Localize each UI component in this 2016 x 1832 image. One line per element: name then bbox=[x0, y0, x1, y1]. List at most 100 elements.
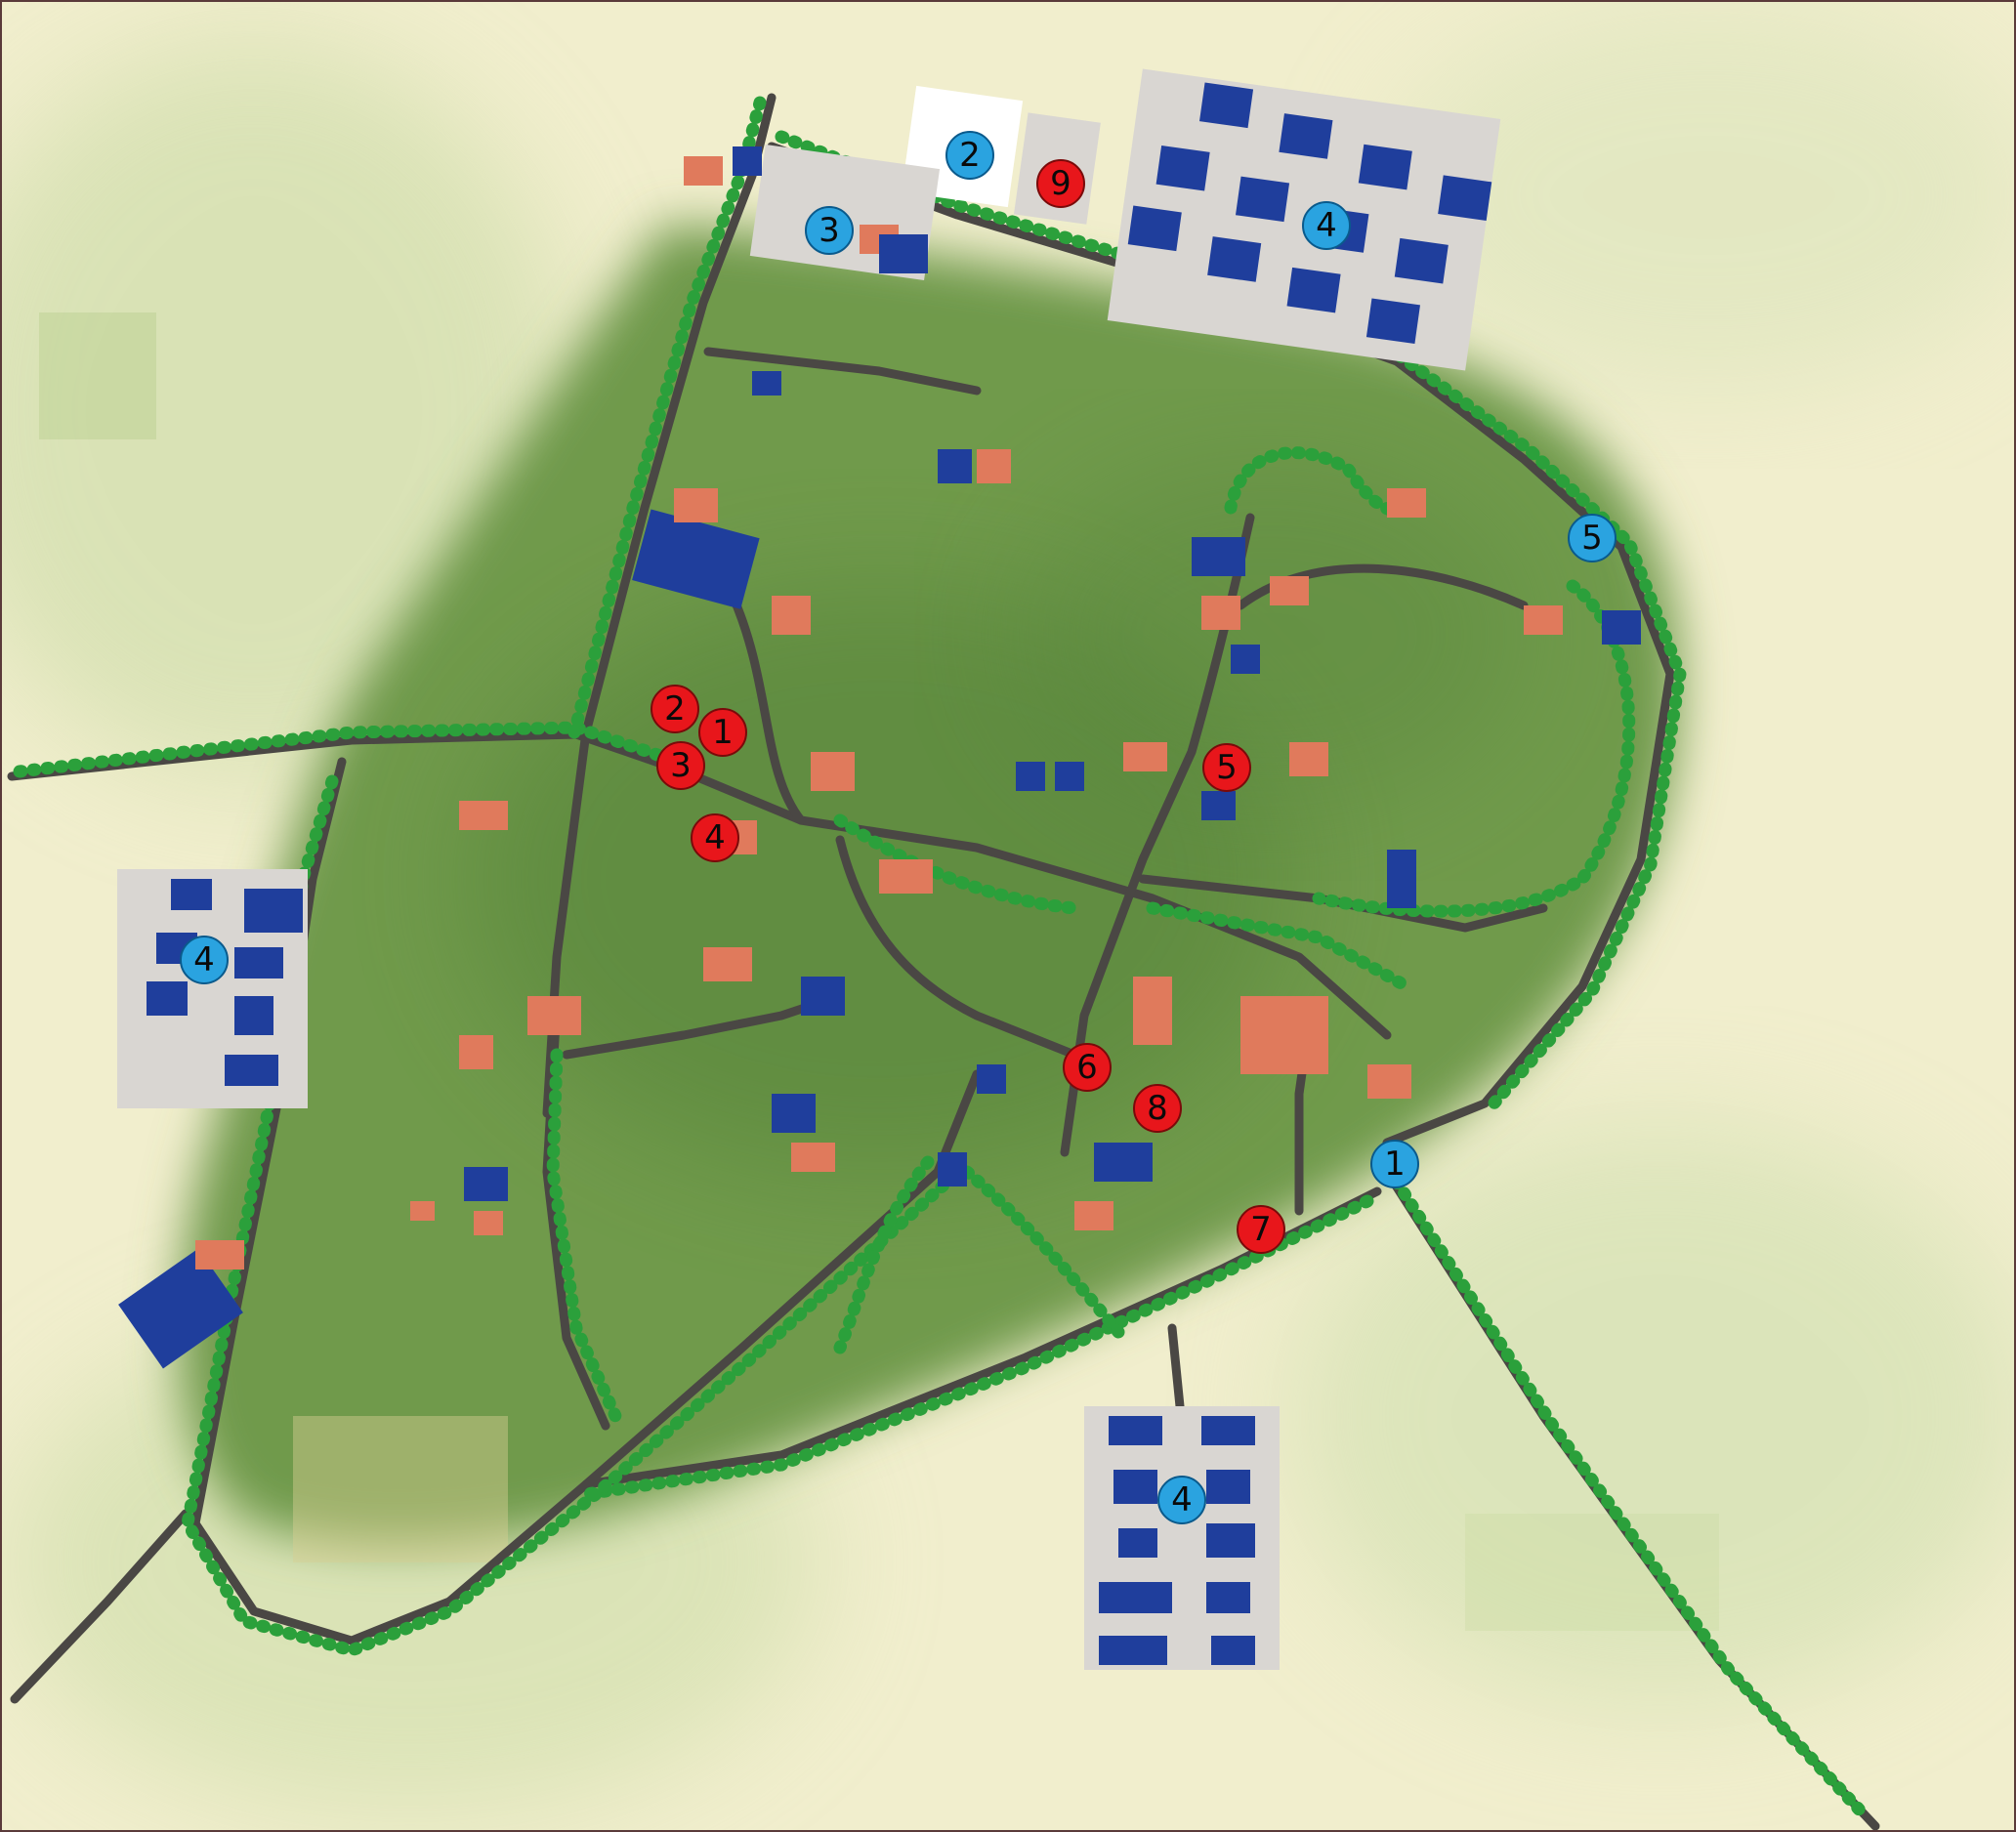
marker-blue-1[interactable]: 1 bbox=[1370, 1140, 1419, 1188]
building bbox=[1438, 175, 1492, 221]
marker-circle bbox=[656, 741, 705, 790]
marker-label: 8 bbox=[1147, 1089, 1168, 1128]
marker-blue-4-north[interactable]: 4 bbox=[1302, 201, 1351, 250]
marker-circle bbox=[805, 206, 854, 255]
house bbox=[772, 596, 811, 635]
building bbox=[1206, 1470, 1250, 1504]
marker-label: 1 bbox=[712, 713, 734, 752]
plot-west bbox=[117, 869, 308, 1108]
marker-circle bbox=[1302, 201, 1351, 250]
house bbox=[879, 859, 933, 894]
blue-markers: 1 2 3 4 4 4 5 bbox=[180, 131, 1617, 1524]
house bbox=[674, 488, 718, 522]
marker-blue-3[interactable]: 3 bbox=[805, 206, 854, 255]
tree-row-middle-2 bbox=[1146, 901, 1413, 993]
house-blue bbox=[752, 371, 781, 396]
house-blue bbox=[1094, 1143, 1153, 1182]
tree-row-west-road bbox=[13, 721, 691, 778]
marker-red-3[interactable]: 3 bbox=[656, 741, 705, 790]
tree-row-inner-east bbox=[1224, 446, 1413, 518]
marker-label: 3 bbox=[670, 746, 692, 785]
building bbox=[244, 889, 303, 933]
marker-label: 2 bbox=[959, 136, 981, 175]
southwest-warehouse bbox=[118, 1248, 243, 1369]
house bbox=[811, 752, 855, 791]
marker-label: 4 bbox=[1316, 206, 1337, 245]
marker-blue-4-south[interactable]: 4 bbox=[1157, 1476, 1206, 1524]
house bbox=[1201, 596, 1240, 630]
house bbox=[527, 996, 581, 1035]
house-blue bbox=[801, 977, 845, 1016]
marker-red-7[interactable]: 7 bbox=[1237, 1205, 1285, 1254]
marker-blue-2[interactable]: 2 bbox=[945, 131, 994, 180]
marker-circle bbox=[651, 685, 699, 733]
house-blue bbox=[977, 1064, 1006, 1094]
marker-blue-4-west[interactable]: 4 bbox=[180, 936, 229, 984]
marker-red-2[interactable]: 2 bbox=[651, 685, 699, 733]
tree-row-diag-2 bbox=[960, 1165, 1130, 1345]
marker-red-1[interactable]: 1 bbox=[698, 708, 747, 757]
inner-road-1 bbox=[703, 347, 982, 396]
house-blue bbox=[1055, 762, 1084, 791]
house-blue bbox=[733, 146, 762, 176]
plot-south bbox=[1084, 1406, 1280, 1670]
building bbox=[1099, 1636, 1167, 1665]
building bbox=[234, 947, 283, 978]
marker-red-6[interactable]: 6 bbox=[1063, 1043, 1112, 1092]
marker-circle bbox=[1202, 743, 1251, 792]
house-blue bbox=[464, 1167, 508, 1201]
house bbox=[410, 1201, 435, 1221]
house-blue bbox=[1201, 791, 1236, 820]
green-haze-southeast bbox=[1289, 1123, 2016, 1709]
house-blue bbox=[1602, 610, 1641, 645]
building bbox=[225, 1055, 278, 1086]
tree-row-southeast bbox=[1390, 1175, 1872, 1823]
marker-blue-5[interactable]: 5 bbox=[1568, 514, 1617, 562]
southwest-exit-road bbox=[10, 1509, 190, 1704]
tree-row-inner-south bbox=[546, 1048, 622, 1423]
building bbox=[1279, 113, 1333, 159]
house bbox=[1133, 977, 1172, 1045]
marker-label: 2 bbox=[664, 689, 686, 729]
house bbox=[474, 1211, 503, 1235]
marker-red-9[interactable]: 9 bbox=[1036, 159, 1085, 208]
marker-circle bbox=[1370, 1140, 1419, 1188]
large-warehouse bbox=[632, 509, 760, 609]
house-blue bbox=[1231, 645, 1260, 674]
building bbox=[1127, 205, 1182, 252]
building bbox=[1207, 236, 1262, 282]
marker-red-5[interactable]: 5 bbox=[1202, 743, 1251, 792]
house bbox=[459, 801, 508, 830]
inner-road-6 bbox=[835, 835, 1079, 1060]
marker-circle bbox=[1568, 514, 1617, 562]
field-strip-3 bbox=[293, 1416, 508, 1562]
building bbox=[171, 879, 212, 910]
marker-label: 6 bbox=[1076, 1048, 1098, 1087]
tree-row-north-loop bbox=[775, 130, 1687, 1115]
marker-label: 4 bbox=[1171, 1480, 1193, 1520]
house bbox=[1289, 742, 1328, 776]
tree-row-middle bbox=[833, 813, 1081, 915]
house bbox=[1123, 742, 1167, 771]
house bbox=[1524, 605, 1563, 635]
marker-red-8[interactable]: 8 bbox=[1133, 1084, 1182, 1133]
building bbox=[1201, 1416, 1255, 1445]
building bbox=[1206, 1582, 1250, 1613]
house-blue bbox=[1016, 762, 1045, 791]
house bbox=[977, 449, 1011, 483]
inner-road-2 bbox=[728, 591, 806, 825]
marker-circle bbox=[698, 708, 747, 757]
house bbox=[791, 1143, 835, 1172]
marker-circle bbox=[945, 131, 994, 180]
building bbox=[1235, 176, 1290, 223]
field-strip-1 bbox=[39, 312, 156, 439]
village-buildings bbox=[118, 146, 1641, 1369]
marker-circle bbox=[180, 936, 229, 984]
marker-label: 4 bbox=[193, 940, 215, 979]
marker-label: 7 bbox=[1250, 1210, 1272, 1249]
marker-red-4[interactable]: 4 bbox=[691, 813, 739, 862]
building bbox=[1358, 144, 1412, 190]
house bbox=[1367, 1064, 1411, 1099]
building bbox=[1211, 1636, 1255, 1665]
